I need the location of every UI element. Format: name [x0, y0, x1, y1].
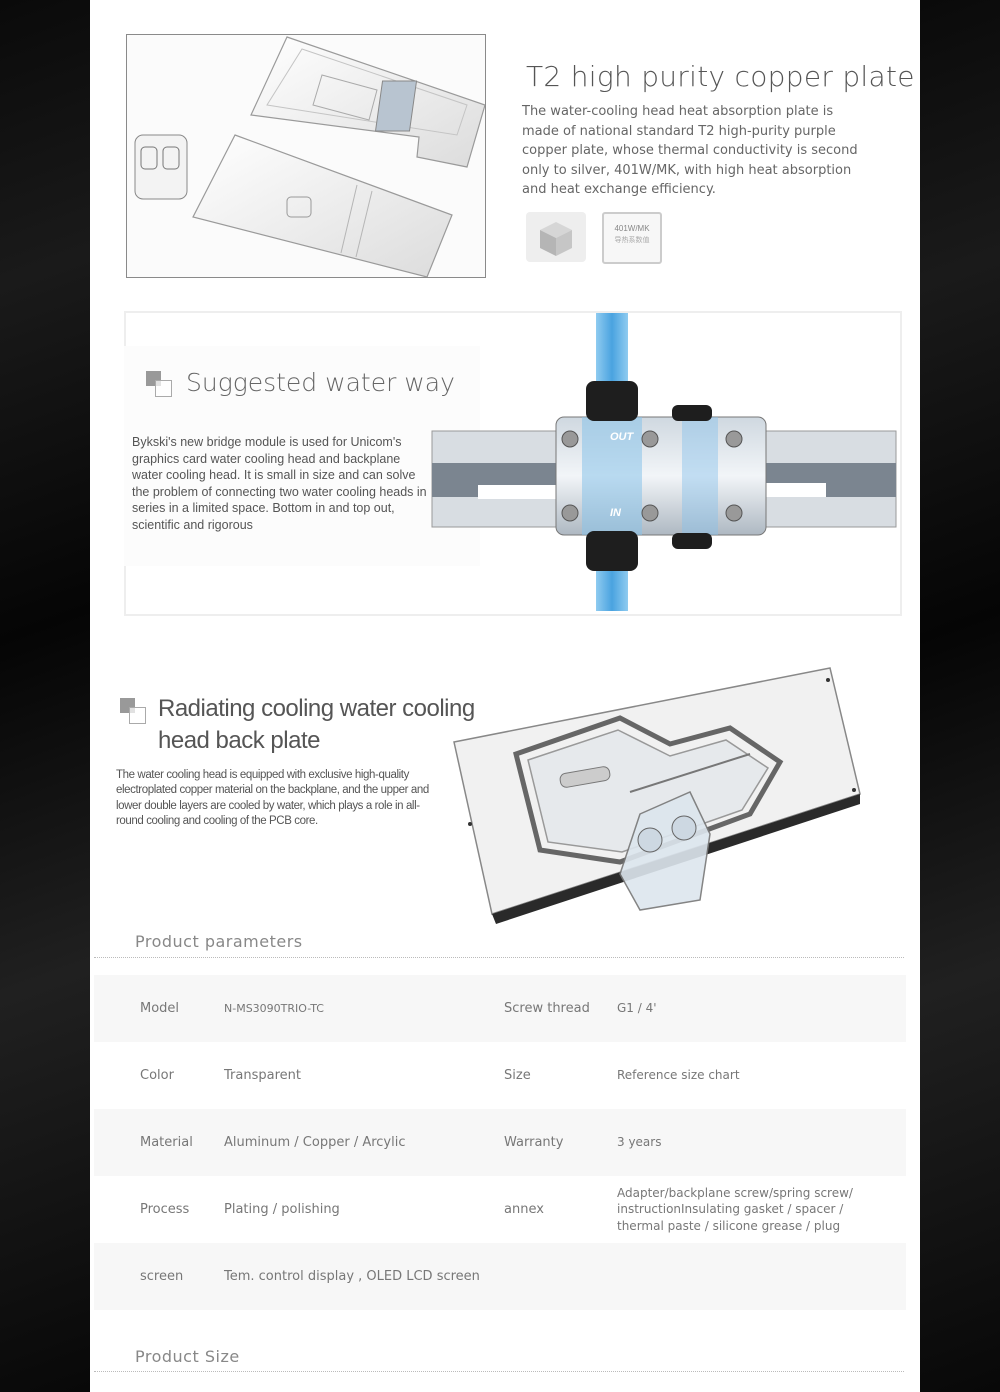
- copper-plate-description: The water-cooling head heat absorption p…: [522, 104, 858, 198]
- param-value: Aluminum / Copper / Arcylic: [224, 1135, 406, 1150]
- table-row: Model N-MS3090TRIO-TC Screw thread G1 / …: [94, 975, 906, 1042]
- flow-label-in: IN: [610, 507, 621, 519]
- conductivity-caption: 导热系数值: [614, 237, 650, 244]
- copper-plate-title: T2 high purity copper plate: [526, 60, 915, 93]
- param-key: Warranty: [504, 1135, 564, 1150]
- thermal-conductivity-badge: 401W/MK 导热系数值: [602, 212, 662, 264]
- size-divider: [94, 1371, 904, 1372]
- product-page: T2 high purity copper plate The water-co…: [90, 0, 920, 1392]
- water-way-title: Suggested water way: [186, 368, 455, 397]
- table-row: Process Plating / polishing annex Adapte…: [94, 1176, 906, 1243]
- param-value: Transparent: [224, 1068, 301, 1083]
- param-key: Process: [140, 1202, 190, 1217]
- param-value: 3 years: [617, 1135, 662, 1150]
- param-key: Screw thread: [504, 1001, 590, 1016]
- backplate-image: [450, 664, 896, 928]
- table-row: Color Transparent Size Reference size ch…: [94, 1042, 906, 1109]
- cube-icon: [526, 212, 586, 262]
- left-backdrop: [0, 0, 92, 1392]
- conductivity-value: 401W/MK: [614, 224, 650, 233]
- param-value: Reference size chart: [617, 1068, 740, 1083]
- param-key: Material: [140, 1135, 193, 1150]
- params-heading: Product parameters: [135, 932, 303, 951]
- param-value: N-MS3090TRIO-TC: [224, 1002, 324, 1015]
- water-way-description: Bykski's new bridge module is used for U…: [132, 435, 427, 532]
- param-key: Color: [140, 1068, 174, 1083]
- param-value: Plating / polishing: [224, 1202, 340, 1217]
- param-key: Model: [140, 1001, 180, 1016]
- params-table: Model N-MS3090TRIO-TC Screw thread G1 / …: [94, 975, 906, 1310]
- param-key: annex: [504, 1202, 544, 1217]
- cold-plate-exploded-image: [126, 34, 486, 278]
- param-value: Tem. control display , OLED LCD screen: [224, 1269, 480, 1284]
- param-value: [617, 1243, 867, 1310]
- square-icon: [120, 698, 146, 724]
- bridge-module-image: OUT IN: [430, 313, 898, 611]
- param-value: Adapter/backplane screw/spring screw/ in…: [617, 1185, 853, 1233]
- param-key: Size: [504, 1068, 531, 1083]
- square-icon: [146, 371, 172, 397]
- table-row: screen Tem. control display , OLED LCD s…: [94, 1243, 906, 1310]
- table-row: Material Aluminum / Copper / Arcylic War…: [94, 1109, 906, 1176]
- flow-label-out: OUT: [610, 431, 634, 443]
- param-value: G1 / 4': [617, 1001, 657, 1016]
- params-divider: [94, 957, 904, 958]
- param-key: screen: [140, 1269, 184, 1284]
- water-way-text-panel: [124, 346, 480, 566]
- right-backdrop: [920, 0, 1000, 1392]
- size-heading: Product Size: [135, 1347, 240, 1366]
- backplate-title: Radiating cooling water cooling head bac…: [158, 695, 475, 754]
- backplate-description: The water cooling head is equipped with …: [116, 769, 429, 828]
